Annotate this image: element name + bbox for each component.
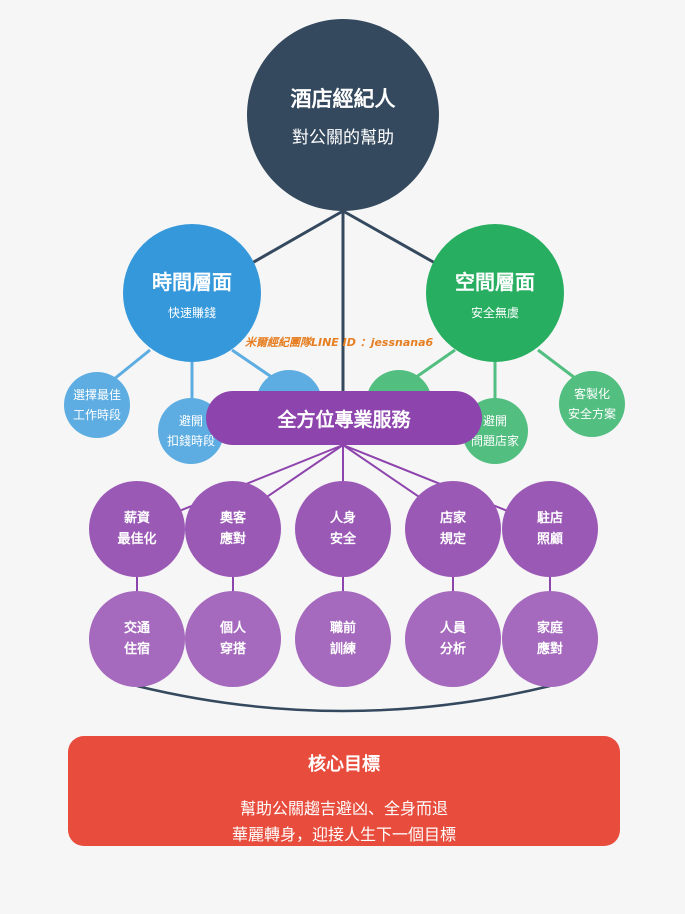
- service-item-onsite-care: 駐店照顧: [502, 481, 598, 577]
- service-item-training: 職前訓練: [295, 591, 391, 687]
- core-goal-title: 核心目標: [308, 754, 380, 775]
- space-title: 空間層面: [455, 269, 535, 294]
- connector-time-item3: [231, 348, 277, 382]
- connector-root-time: [251, 209, 344, 265]
- time-item-avoid-penalty: 避開 扣錢時段: [158, 398, 224, 464]
- core-goal-line-2: 華麗轉身，迎接人生下一個目標: [231, 825, 456, 844]
- service-item-store-rules: 店家規定: [405, 481, 501, 577]
- connector-goal-arc: [136, 684, 551, 713]
- service-item-personnel-analysis: 人員分析: [405, 591, 501, 687]
- time-title: 時間層面: [152, 269, 232, 294]
- root-subtitle: 對公關的幫助: [292, 127, 394, 148]
- connector-space-item1: [411, 348, 456, 382]
- space-node: 空間層面 安全無虞: [426, 224, 564, 362]
- watermark-text: 米爾經紀團隊LINE ID ：jessnana6: [245, 336, 434, 349]
- service-item-personal-safety: 人身安全: [295, 481, 391, 577]
- service-item-family: 家庭應對: [502, 591, 598, 687]
- core-goal-box: 核心目標 幫助公關趨吉避凶、全身而退 華麗轉身，迎接人生下一個目標: [68, 736, 620, 846]
- core-goal-line-1: 幫助公關趨吉避凶、全身而退: [239, 799, 448, 818]
- root-title: 酒店經紀人: [290, 86, 396, 111]
- connector-space-item3: [537, 348, 576, 380]
- time-item-best-hours: 選擇最佳 工作時段: [64, 372, 130, 438]
- service-pill: 全方位專業服務: [206, 391, 482, 445]
- service-item-transport: 交通住宿: [89, 591, 185, 687]
- space-item-custom-plan: 客製化 安全方案: [559, 371, 625, 437]
- time-subtitle: 快速賺錢: [167, 305, 216, 320]
- time-node: 時間層面 快速賺錢: [123, 224, 261, 362]
- space-subtitle: 安全無虞: [470, 305, 519, 320]
- root-node: 酒店經紀人 對公關的幫助: [247, 19, 439, 211]
- connector-root-space: [342, 209, 436, 265]
- service-item-outfit: 個人穿搭: [185, 591, 281, 687]
- service-item-salary: 薪資最佳化: [89, 481, 185, 577]
- service-item-difficult-clients: 奧客應對: [185, 481, 281, 577]
